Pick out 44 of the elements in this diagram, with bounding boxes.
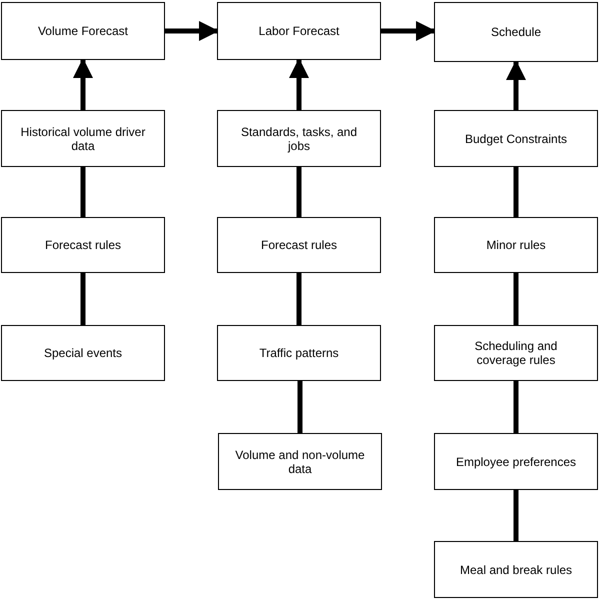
process-box [1,217,165,273]
connector-line [296,167,302,217]
process-box [434,217,598,273]
process-box [1,2,165,60]
arrow [381,21,436,41]
process-box [434,110,598,167]
connector-line [80,167,86,217]
arrow [289,58,309,110]
process-box [1,110,165,167]
process-box [434,541,598,598]
box-label: Standards, tasks, and jobs [240,124,358,152]
box-label: Forecast rules [260,238,338,252]
connector-line [514,381,518,433]
connector-line [514,167,518,217]
box-label: Historical volume driver data [20,124,146,152]
connector-line [514,273,518,325]
connector-line [514,490,518,541]
arrow [73,58,93,110]
process-box [218,433,382,490]
box-label: Employee preferences [456,454,576,468]
box-label: Volume and non-volume data [235,448,365,476]
box-label: Special events [44,346,122,360]
process-box [217,2,381,60]
box-label: Forecast rules [44,238,122,252]
connector-line [296,273,302,325]
arrow [165,21,219,41]
box-label: Volume Forecast [38,24,128,38]
process-box [434,2,598,62]
process-box [1,325,165,381]
process-box [434,433,598,490]
connector-line [298,381,302,433]
process-box [217,110,381,167]
arrow [506,60,526,110]
box-label: Budget Constraints [464,132,568,146]
box-label: Labor Forecast [258,24,340,38]
box-label: Scheduling and coverage rules [474,339,558,367]
box-label: Schedule [490,25,542,39]
process-box [434,325,598,381]
box-label: Traffic patterns [259,346,339,360]
box-label: Minor rules [486,238,546,252]
connector-line [80,273,86,325]
process-box [217,325,381,381]
box-label: Meal and break rules [460,562,572,576]
process-box [217,217,381,273]
